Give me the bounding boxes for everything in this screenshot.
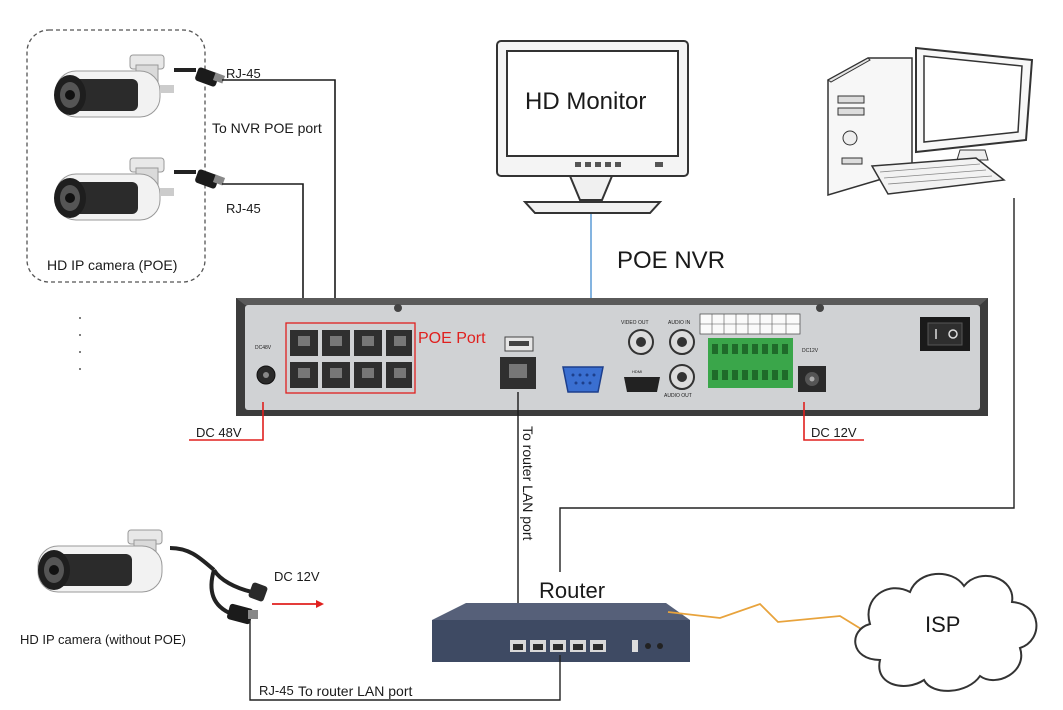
- audio-in-label: AUDIO IN: [668, 320, 691, 326]
- router-label: Router: [539, 578, 606, 603]
- lan-port-icon: [500, 357, 536, 389]
- router-device: [432, 603, 690, 662]
- dc-48v-label: DC 48V: [196, 425, 242, 440]
- dc12v-panel-label: DC12V: [802, 348, 819, 354]
- pc-router-cable: [559, 198, 1015, 572]
- hdmi-port-icon: [624, 377, 660, 392]
- poe-cable-1: [222, 79, 336, 328]
- computer-icon: [827, 46, 1034, 197]
- to-nvr-poe-port-label: To NVR POE port: [212, 120, 322, 136]
- dc12v-nvr-power-line: [803, 402, 864, 441]
- hd-ip-camera-poe-label: HD IP camera (POE): [47, 257, 178, 273]
- audio-in-bnc-icon: [669, 329, 695, 355]
- arrow-head-icon: [316, 600, 324, 608]
- camera-icon: [54, 157, 174, 221]
- dc48v-power-line: [189, 402, 264, 441]
- video-out-label: VIDEO OUT: [621, 320, 649, 326]
- usb-port-icon: [504, 336, 534, 352]
- alarm-terminal-block-icon: [699, 313, 801, 388]
- rj45-plug-icon: [174, 67, 226, 87]
- dc48v-panel-label: DC48V: [255, 345, 272, 351]
- isp-label: ISP: [925, 612, 961, 637]
- camera-icon: [54, 54, 174, 118]
- poe-nvr-label: POE NVR: [617, 247, 726, 274]
- rj45-plug-icon: [174, 169, 226, 189]
- isp-cloud-icon: [854, 572, 1038, 692]
- to-router-lan-port-label: To router LAN port: [298, 683, 413, 699]
- video-out-bnc-icon: [628, 329, 654, 355]
- power-switch-icon: [920, 317, 970, 351]
- wan-line: [667, 602, 867, 633]
- hd-ip-camera-without-poe-label: HD IP camera (without POE): [20, 632, 186, 647]
- dc-12v-camera-label: DC 12V: [274, 569, 320, 584]
- to-router-lan-port-vertical-label: To router LAN port: [520, 426, 536, 541]
- hd-monitor-label: HD Monitor: [525, 88, 647, 115]
- hdmi-label: HDMI: [632, 369, 643, 374]
- dc12v-jack-icon: [798, 366, 826, 392]
- rj45-label: RJ-45: [226, 66, 261, 81]
- camera-icon: [37, 529, 163, 593]
- poe-port-label: POE Port: [418, 330, 486, 347]
- rj45-label: RJ-45: [259, 683, 294, 698]
- poe-port-group: [285, 322, 416, 394]
- camera-router-cable: [249, 620, 561, 701]
- dc48v-jack-icon: [256, 365, 276, 385]
- dc-12v-nvr-label: DC 12V: [811, 425, 857, 440]
- poe-cable-2: [222, 183, 304, 328]
- poe-camera-group-box: [26, 29, 206, 283]
- monitor-icon: [496, 40, 689, 214]
- audio-out-bnc-icon: [669, 364, 695, 390]
- audio-out-label: AUDIO OUT: [664, 393, 692, 399]
- split-cable-icon: [169, 546, 268, 625]
- rj45-label: RJ-45: [226, 201, 261, 216]
- ellipsis-dots: [79, 317, 81, 370]
- nvr-device: [236, 298, 988, 416]
- vga-port-icon: [562, 366, 604, 393]
